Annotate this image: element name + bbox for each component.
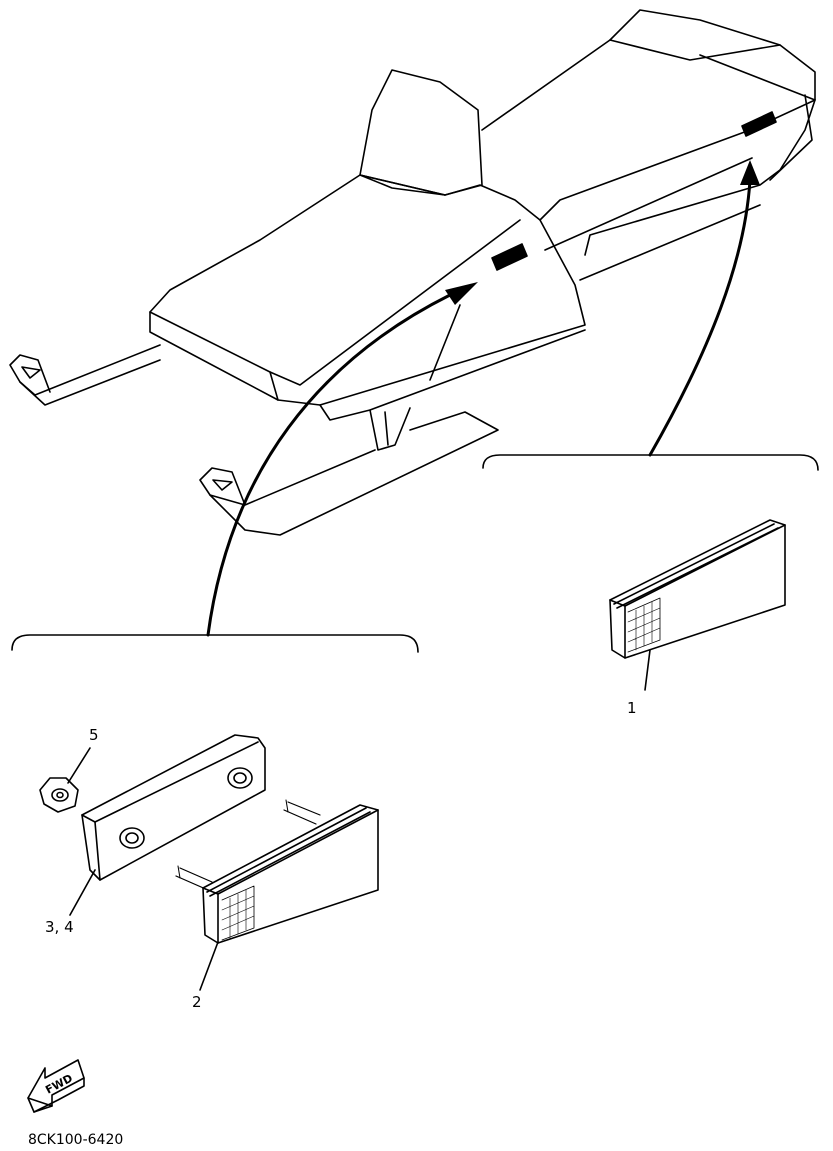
leader-arrows: [206, 178, 752, 637]
snowmobile-illustration: [9, 9, 816, 536]
reflector-mark-front: [491, 243, 528, 271]
leader-line-part-3-4: [69, 869, 96, 916]
arrowhead-front: [445, 282, 478, 305]
callout-part-2: 2: [192, 993, 202, 1011]
windshield-outline: [359, 69, 483, 196]
leader-line-part-1: [644, 649, 651, 691]
reflector-location-marks: [491, 111, 777, 271]
fwd-arrow-icon: [27, 1059, 85, 1113]
seat-outline: [481, 9, 816, 221]
group-bracket-left: [11, 634, 419, 653]
callout-part-5: 5: [89, 726, 99, 744]
reflector-part-1: [609, 519, 786, 659]
leader-line-part-2: [199, 941, 219, 991]
backing-plate-part-3-4: [81, 734, 266, 881]
callout-part-1: 1: [627, 699, 637, 717]
group-bracket-right: [482, 454, 819, 471]
reflector-mark-rear: [741, 111, 777, 137]
leader-arrow-front: [206, 293, 452, 637]
ski-strut: [369, 407, 411, 451]
reflector-part-2: [175, 799, 379, 944]
leader-line-part-5: [67, 747, 91, 784]
callout-part-3-4: 3, 4: [45, 918, 74, 936]
nut-part-5: [39, 777, 79, 813]
leader-arrow-rear: [648, 178, 752, 457]
drawing-code: 8CK100-6420: [28, 1132, 123, 1146]
arrowhead-rear: [740, 160, 760, 185]
ski-front: [9, 344, 161, 396]
hood-outline: [149, 174, 586, 406]
ski-rear: [199, 449, 376, 506]
tunnel-outline: [584, 99, 816, 256]
